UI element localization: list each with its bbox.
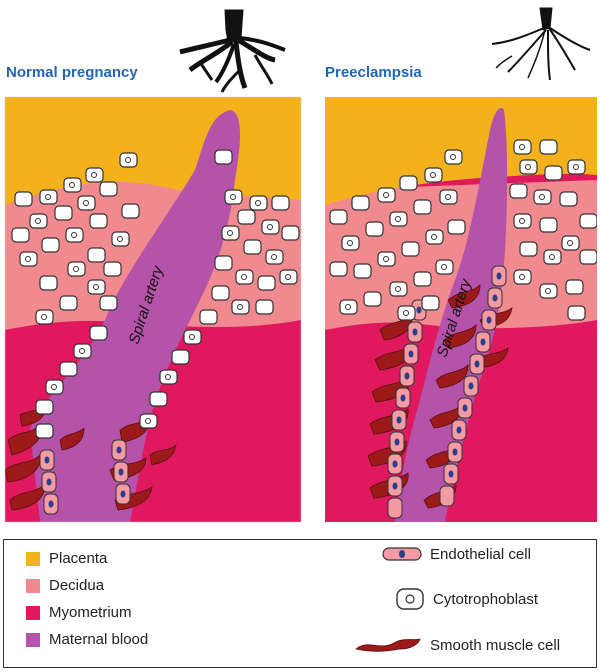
dense-root-icon [180, 10, 285, 92]
legend-item-cytotrophoblast: Cytotrophoblast [395, 586, 538, 612]
endothelial-cell-icon [382, 545, 422, 563]
legend: Placenta Decidua Myometrium Maternal blo… [3, 539, 597, 668]
legend-item-endothelial: Endothelial cell [382, 545, 531, 563]
legend-label: Smooth muscle cell [430, 637, 560, 654]
legend-label: Placenta [49, 550, 107, 567]
legend-item-decidua: Decidua [26, 577, 104, 594]
cytotrophoblast-icon [395, 586, 425, 612]
panel-title-preeclampsia: Preeclampsia [325, 64, 422, 81]
maternal-blood-swatch [26, 633, 40, 647]
legend-item-placenta: Placenta [26, 550, 107, 567]
legend-item-smooth-muscle: Smooth muscle cell [354, 635, 560, 655]
legend-label: Endothelial cell [430, 546, 531, 563]
legend-label: Maternal blood [49, 631, 148, 648]
legend-item-maternal-blood: Maternal blood [26, 631, 148, 648]
decidua-swatch [26, 579, 40, 593]
panel-title-normal: Normal pregnancy [6, 64, 138, 81]
legend-item-myometrium: Myometrium [26, 604, 132, 621]
legend-label: Cytotrophoblast [433, 591, 538, 608]
legend-label: Decidua [49, 577, 104, 594]
smooth-muscle-cell-icon [354, 635, 422, 655]
placenta-swatch [26, 552, 40, 566]
myometrium-swatch [26, 606, 40, 620]
legend-label: Myometrium [49, 604, 132, 621]
sparse-root-icon [492, 8, 590, 80]
